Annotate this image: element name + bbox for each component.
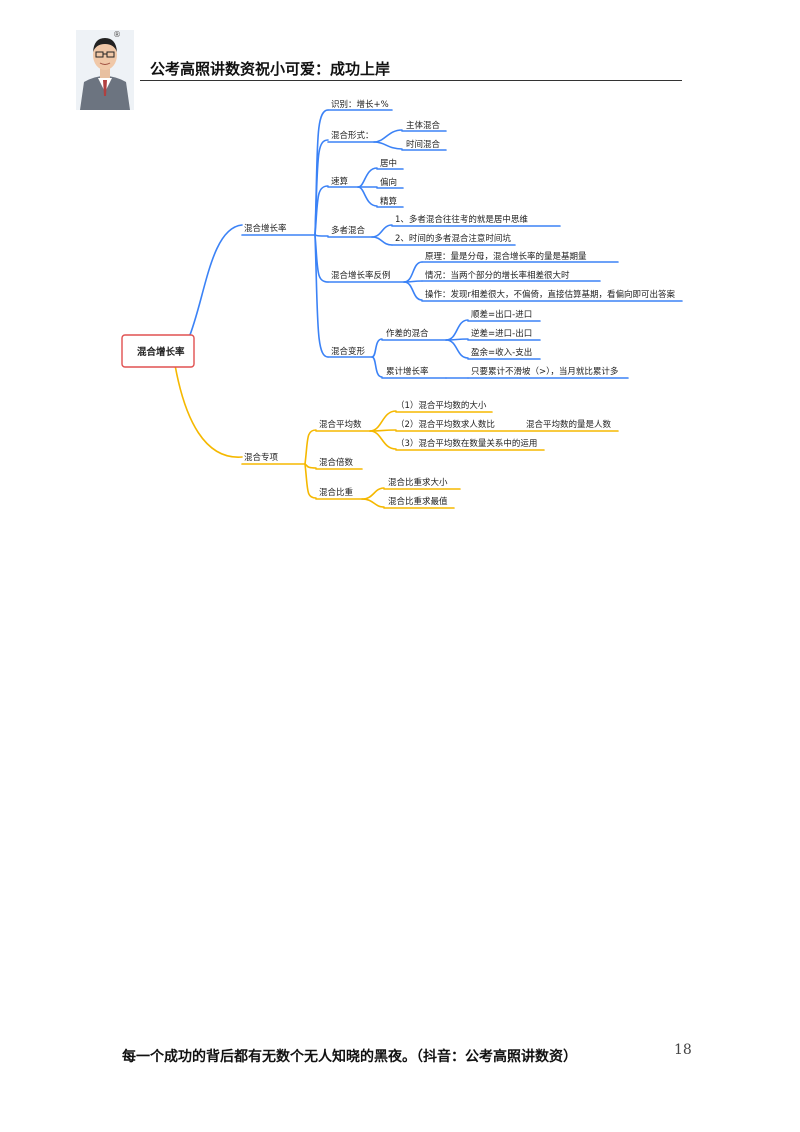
node-proportion-size: 混合比重求大小 xyxy=(388,477,448,488)
node-balance: 盈余=收入-支出 xyxy=(471,347,532,358)
node-average-3: （3）混合平均数在数量关系中的运用 xyxy=(396,438,537,449)
node-deficit: 逆差=进口-出口 xyxy=(471,328,532,339)
node-average-1: （1）混合平均数的大小 xyxy=(396,400,487,411)
node-difference-mix: 作差的混合 xyxy=(386,328,429,339)
node-principle: 原理：量是分母，混合增长率的量是基期量 xyxy=(425,251,587,262)
node-mixed-growth-rate: 混合增长率 xyxy=(244,223,287,234)
node-center: 居中 xyxy=(380,158,397,169)
node-mixed-special: 混合专项 xyxy=(244,452,279,463)
node-mixed-form: 混合形式： xyxy=(331,130,374,141)
edge-root-n1 xyxy=(188,225,242,340)
node-multi-mix-2: 2、时间的多者混合注意时间坑 xyxy=(395,233,511,244)
node-cumulative-rule: 只要累计不滑坡（>），当月就比累计多 xyxy=(471,366,619,377)
node-mixed-multiple: 混合倍数 xyxy=(319,457,354,468)
node-surplus: 顺差=出口-进口 xyxy=(471,309,532,320)
node-identify: 识别：增长+% xyxy=(331,99,389,110)
footer-motto: 每一个成功的背后都有无数个无人知晓的黑夜。（抖音：公考高照讲数资） xyxy=(122,1046,577,1066)
node-proportion-extreme: 混合比重求最值 xyxy=(388,496,448,507)
node-multi-mix: 多者混合 xyxy=(331,225,366,236)
node-subject-mix: 主体混合 xyxy=(406,120,441,131)
node-counterexample: 混合增长率反例 xyxy=(331,270,391,281)
node-average-2: （2）混合平均数求人数比 xyxy=(396,419,495,430)
node-mixed-proportion: 混合比重 xyxy=(319,487,354,498)
node-cumulative-growth: 累计增长率 xyxy=(386,366,429,377)
node-precise: 精算 xyxy=(380,196,398,207)
node-multi-mix-1: 1、多者混合往往考的就是居中思维 xyxy=(395,214,528,225)
node-average-2-note: 混合平均数的量是人数 xyxy=(526,419,612,430)
node-quick-calc: 速算 xyxy=(331,176,349,187)
node-operation: 操作：发现r相差很大，不偏倚，直接估算基期，看偏向即可出答案 xyxy=(425,289,675,300)
node-mixed-variant: 混合变形 xyxy=(331,346,366,357)
node-bias: 偏向 xyxy=(380,177,397,188)
edge-root-n2 xyxy=(175,365,242,457)
node-situation: 情况：当两个部分的增长率相差很大时 xyxy=(425,270,570,281)
node-mixed-average: 混合平均数 xyxy=(319,419,362,430)
node-time-mix: 时间混合 xyxy=(406,139,441,150)
root-node-label: 混合增长率 xyxy=(137,346,185,358)
page-number: 18 xyxy=(674,1042,692,1058)
